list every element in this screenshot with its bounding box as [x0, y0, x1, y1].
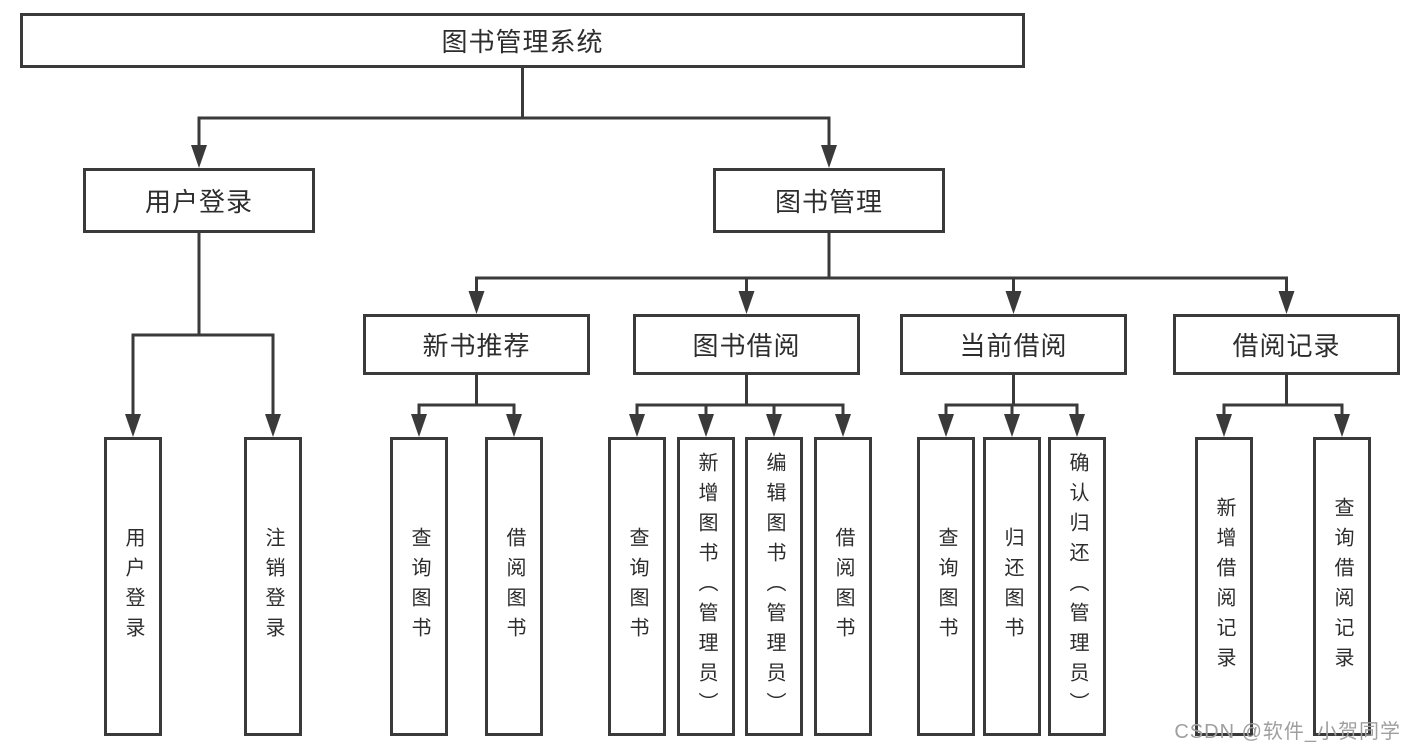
node-label: 查询图书 [935, 526, 957, 647]
node-new_book: 新书推荐 [363, 314, 590, 375]
arrowhead-icon [1004, 414, 1020, 437]
arrowhead-icon [411, 414, 427, 437]
node-bb_edit: 编辑图书（管理员） [745, 437, 803, 736]
edge-lines [1222, 375, 1344, 418]
node-cb_query: 查询图书 [917, 437, 975, 736]
arrowhead-icon [698, 414, 714, 437]
node-label: 图书管理 [774, 187, 883, 217]
arrowhead-icon [468, 291, 485, 314]
node-label: 确认归还（管理员） [1066, 451, 1088, 722]
node-bb_add: 新增图书（管理员） [677, 437, 735, 736]
node-label: 注销登录 [262, 526, 284, 647]
arrowhead-icon [738, 291, 755, 314]
node-ul_login: 用户登录 [104, 437, 162, 736]
edge-root [191, 68, 837, 168]
arrowhead-icon [265, 414, 281, 437]
edge-current_borrow [938, 375, 1085, 437]
node-label: 借阅记录 [1232, 331, 1341, 361]
edge-user_login [125, 233, 281, 437]
node-cb_return: 归还图书 [983, 437, 1041, 736]
node-br_query: 查询借阅记录 [1313, 437, 1371, 736]
node-label: 当前借阅 [959, 331, 1068, 361]
arrowhead-icon [766, 414, 782, 437]
edge-new_book [411, 375, 522, 437]
edge-lines [197, 68, 831, 149]
node-nb_query: 查询图书 [390, 437, 448, 736]
node-borrow_record: 借阅记录 [1173, 314, 1400, 375]
node-label: 新书推荐 [422, 331, 531, 361]
node-label: 借阅图书 [503, 526, 525, 647]
arrowhead-icon [125, 414, 141, 437]
node-label: 新增图书（管理员） [695, 451, 717, 722]
edge-book_mgmt [468, 233, 1295, 314]
node-label: 编辑图书（管理员） [763, 451, 785, 722]
node-bb_borrow: 借阅图书 [814, 437, 872, 736]
arrowhead-icon [191, 145, 207, 168]
edge-lines [131, 233, 275, 418]
arrowhead-icon [938, 414, 954, 437]
node-bb_query: 查询图书 [608, 437, 666, 736]
node-nb_borrow: 借阅图书 [485, 437, 543, 736]
node-label: 查询借阅记录 [1331, 496, 1353, 677]
node-label: 新增借阅记录 [1213, 496, 1235, 677]
edge-book_borrow [629, 375, 851, 437]
arrowhead-icon [1334, 414, 1350, 437]
arrowhead-icon [629, 414, 645, 437]
edge-lines [475, 233, 1288, 295]
node-label: 图书借阅 [692, 331, 801, 361]
node-label: 用户登录 [122, 526, 144, 647]
arrowhead-icon [1005, 291, 1022, 314]
edge-lines [417, 375, 516, 418]
node-current_borrow: 当前借阅 [900, 314, 1127, 375]
node-book_borrow: 图书借阅 [633, 314, 860, 375]
node-label: 查询图书 [626, 526, 648, 647]
node-ul_logout: 注销登录 [244, 437, 302, 736]
node-root: 图书管理系统 [20, 13, 1025, 68]
arrowhead-icon [821, 145, 837, 168]
node-cb_confirm: 确认归还（管理员） [1048, 437, 1106, 736]
arrowhead-icon [1216, 414, 1232, 437]
node-label: 查询图书 [408, 526, 430, 647]
edge-lines [635, 375, 845, 418]
watermark: CSDN @软件_小贺同学 [1174, 721, 1401, 743]
node-label: 图书管理系统 [441, 27, 604, 57]
node-br_add: 新增借阅记录 [1195, 437, 1253, 736]
node-label: 借阅图书 [832, 526, 854, 647]
arrowhead-icon [1278, 291, 1295, 314]
node-book_mgmt: 图书管理 [713, 168, 945, 233]
node-user_login: 用户登录 [83, 168, 315, 233]
edge-lines [944, 375, 1079, 418]
edge-borrow_record [1216, 375, 1350, 437]
node-label: 用户登录 [144, 187, 253, 217]
node-label: 归还图书 [1001, 526, 1023, 647]
arrowhead-icon [1069, 414, 1085, 437]
arrowhead-icon [835, 414, 851, 437]
arrowhead-icon [506, 414, 522, 437]
